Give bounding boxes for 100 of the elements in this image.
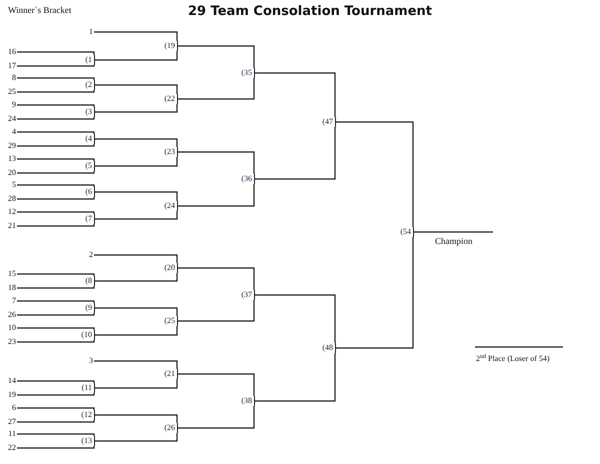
bracket-line bbox=[414, 231, 493, 233]
game-number: (48 bbox=[316, 343, 336, 353]
seed-number: 17 bbox=[0, 61, 16, 71]
game-number: (26 bbox=[158, 423, 178, 433]
bracket-line bbox=[17, 117, 95, 120]
seed-number: 21 bbox=[0, 221, 16, 231]
game-number: (35 bbox=[235, 68, 255, 78]
bracket-line bbox=[95, 157, 178, 167]
seed-number: 16 bbox=[0, 47, 16, 57]
game-number: (37 bbox=[235, 290, 255, 300]
bracket-line bbox=[94, 254, 178, 263]
seed-number: 20 bbox=[0, 168, 16, 178]
seed-number: 4 bbox=[0, 127, 16, 137]
bracket-line bbox=[17, 380, 95, 383]
bracket-line bbox=[17, 104, 95, 107]
game-number: (9 bbox=[75, 303, 95, 313]
game-number: (6 bbox=[75, 187, 95, 197]
bracket-line bbox=[178, 151, 255, 174]
bracket-line bbox=[17, 197, 95, 200]
seed-number: 24 bbox=[0, 114, 16, 124]
game-number: (10 bbox=[75, 330, 95, 340]
bracket-line bbox=[95, 414, 178, 423]
bracket-line bbox=[178, 300, 255, 322]
bracket-line bbox=[17, 393, 95, 396]
bracket-line bbox=[178, 406, 255, 429]
seed-number: 6 bbox=[0, 403, 16, 413]
bracket-line bbox=[95, 84, 178, 94]
bracket-line bbox=[94, 31, 178, 41]
game-number: (25 bbox=[158, 316, 178, 326]
seed-number: 9 bbox=[0, 100, 16, 110]
seed-number: 2 bbox=[77, 250, 93, 260]
game-number: (5 bbox=[75, 161, 95, 171]
seed-number: 13 bbox=[0, 154, 16, 164]
game-number: (3 bbox=[75, 107, 95, 117]
game-number: (23 bbox=[158, 147, 178, 157]
game-number: (1 bbox=[75, 55, 95, 65]
game-number: (54 bbox=[394, 227, 414, 237]
seed-number: 10 bbox=[0, 323, 16, 333]
game-number: (38 bbox=[235, 396, 255, 406]
game-number: (7 bbox=[75, 214, 95, 224]
game-number: (19 bbox=[158, 41, 178, 51]
game-number: (2 bbox=[75, 80, 95, 90]
bracket-line bbox=[17, 90, 95, 93]
seed-number: 14 bbox=[0, 376, 16, 386]
bracket-line bbox=[95, 433, 178, 442]
bracket-line bbox=[17, 273, 95, 276]
seed-number: 29 bbox=[0, 141, 16, 151]
seed-number: 15 bbox=[0, 269, 16, 279]
bracket-line bbox=[17, 131, 95, 134]
bracket-line bbox=[17, 446, 95, 449]
bracket-line bbox=[336, 121, 414, 227]
bracket-line bbox=[255, 72, 336, 117]
bracket-line bbox=[178, 184, 255, 207]
game-number: (24 bbox=[158, 201, 178, 211]
bracket-line bbox=[17, 327, 95, 330]
bracket-line bbox=[17, 407, 95, 410]
seed-number: 7 bbox=[0, 296, 16, 306]
seed-number: 28 bbox=[0, 194, 16, 204]
bracket-line bbox=[17, 224, 95, 227]
place-label: 2$^{nd}$ Place (Loser of 54) bbox=[476, 353, 550, 364]
seed-number: 25 bbox=[0, 87, 16, 97]
game-number: (13 bbox=[75, 436, 95, 446]
game-number: (4 bbox=[75, 134, 95, 144]
bracket-line bbox=[17, 51, 95, 55]
bracket-line bbox=[17, 340, 95, 343]
seed-number: 23 bbox=[0, 337, 16, 347]
bracket-line bbox=[95, 326, 178, 336]
bracket-line bbox=[95, 273, 178, 282]
seed-number: 5 bbox=[0, 180, 16, 190]
bracket-line bbox=[17, 184, 95, 187]
bracket-line bbox=[178, 45, 255, 68]
game-number: (47 bbox=[316, 117, 336, 127]
game-number: (22 bbox=[158, 94, 178, 104]
bracket-line bbox=[95, 104, 178, 113]
bracket-heading: Winner`s Bracket bbox=[8, 5, 72, 16]
seed-number: 8 bbox=[0, 73, 16, 83]
game-number: (21 bbox=[158, 369, 178, 379]
bracket-line bbox=[255, 353, 336, 402]
bracket-line bbox=[95, 138, 178, 147]
bracket-line bbox=[336, 237, 414, 349]
bracket-line bbox=[95, 51, 178, 61]
bracket-line bbox=[17, 286, 95, 289]
bracket-line bbox=[255, 294, 336, 343]
game-number: (20 bbox=[158, 263, 178, 273]
bracket-line bbox=[17, 420, 95, 423]
bracket-line bbox=[95, 191, 178, 201]
bracket-line bbox=[17, 433, 95, 436]
bracket-line bbox=[17, 64, 95, 67]
seed-number: 3 bbox=[77, 356, 93, 366]
bracket-line bbox=[95, 211, 178, 220]
bracket-line bbox=[17, 77, 95, 80]
place-label: Champion bbox=[435, 236, 472, 247]
bracket-line bbox=[178, 267, 255, 290]
bracket-line bbox=[17, 211, 95, 214]
bracket-line bbox=[17, 171, 95, 174]
seed-number: 19 bbox=[0, 390, 16, 400]
game-number: (36 bbox=[235, 174, 255, 184]
seed-number: 26 bbox=[0, 310, 16, 320]
seed-number: 11 bbox=[0, 429, 16, 439]
bracket-line bbox=[17, 300, 95, 303]
